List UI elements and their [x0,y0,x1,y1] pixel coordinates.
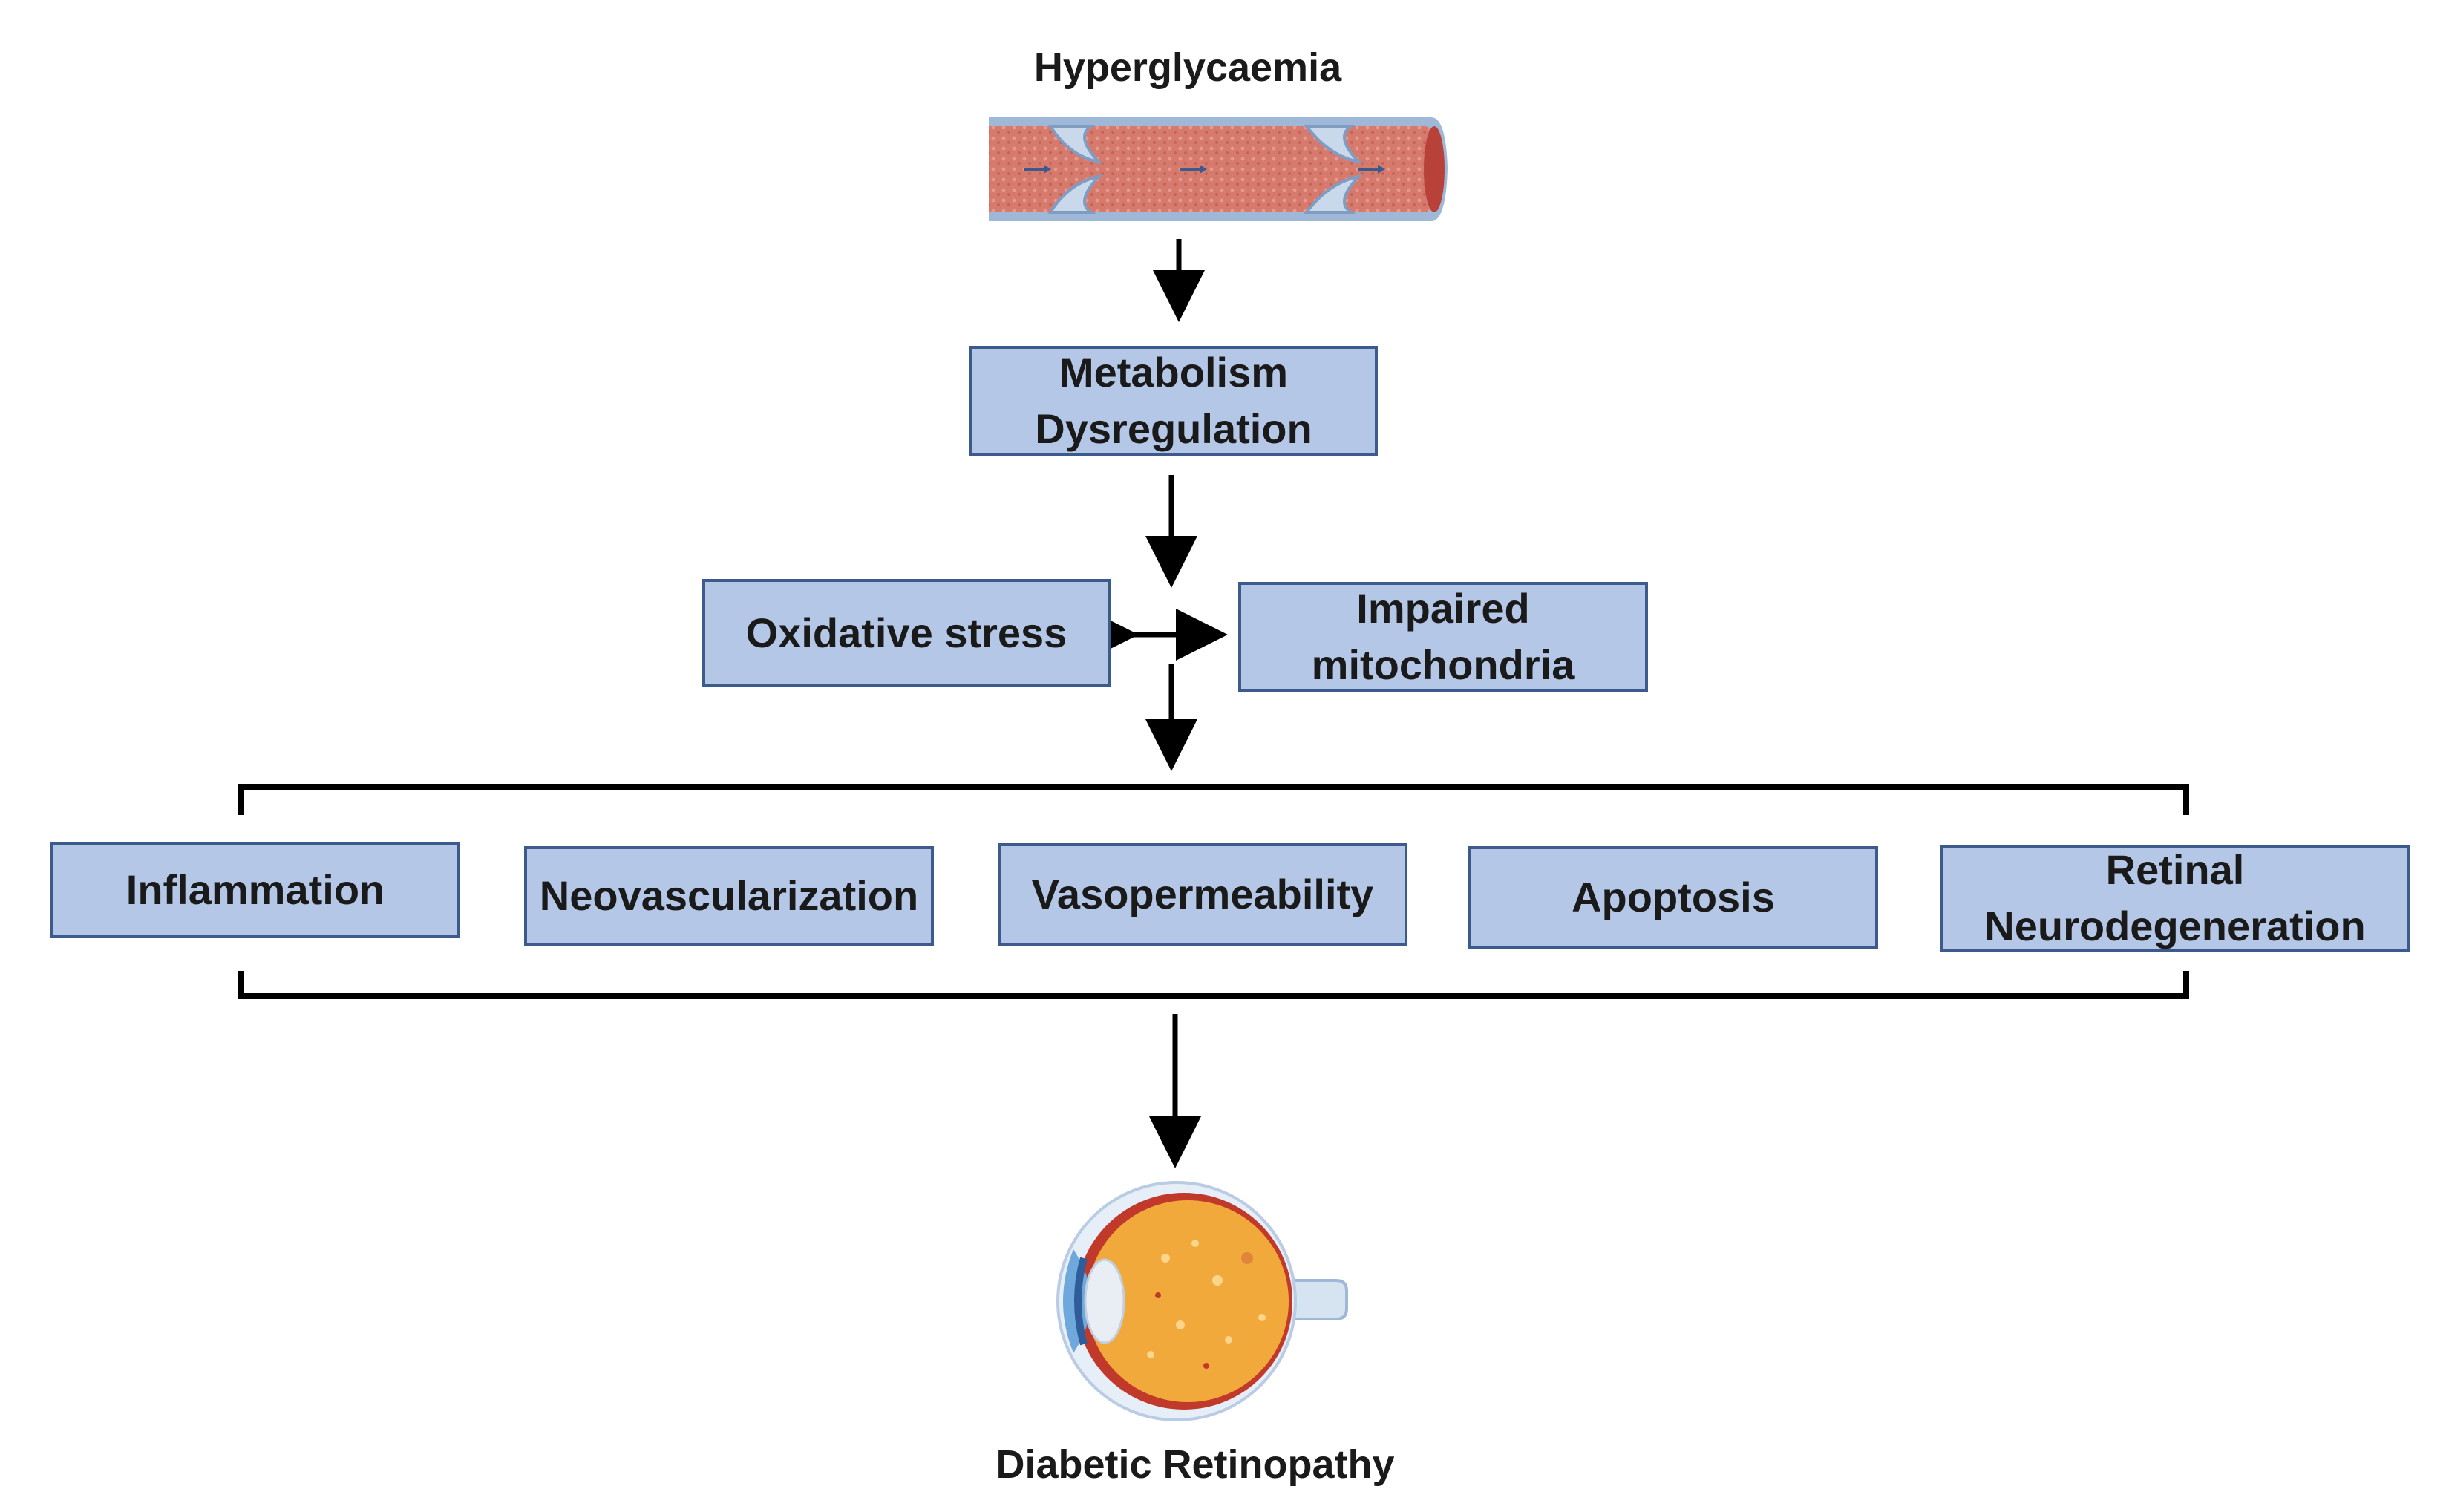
hyperglycaemia-label: Hyperglycaemia [1033,45,1342,90]
top-bracket [238,784,2189,815]
impaired-mitochondria-text: Impaired mitochondria [1311,585,1575,688]
outcome-box-inflammation: Inflammation [50,842,460,938]
metabolism-dysregulation-text: Metabolism Dysregulation [1035,349,1312,452]
eye-cross-section-illustration [1056,1181,1348,1421]
blood-vessel-illustration [989,117,1448,221]
outcome-label: Inflammation [125,866,385,913]
outcome-label: Apoptosis [1572,874,1775,920]
diabetic-retinopathy-label: Diabetic Retinopathy [995,1442,1395,1487]
outcome-box-apoptosis: Apoptosis [1468,846,1878,949]
bottom-bracket [238,971,2189,999]
outcome-box-vasopermeability: Vasopermeability [998,843,1407,946]
impaired-mitochondria-box: Impaired mitochondria [1238,582,1648,692]
oxidative-stress-text: Oxidative stress [745,609,1067,656]
oxidative-stress-box: Oxidative stress [702,579,1111,687]
outcome-label: Retinal Neurodegeneration [1984,846,2366,949]
outcome-label: Vasopermeability [1031,871,1374,917]
outcome-label: Neovascularization [539,872,919,919]
outcome-box-neovascularization: Neovascularization [524,846,934,946]
outcome-box-retinal-neurodegeneration: Retinal Neurodegeneration [1940,845,2410,952]
metabolism-dysregulation-box: Metabolism Dysregulation [969,346,1378,456]
